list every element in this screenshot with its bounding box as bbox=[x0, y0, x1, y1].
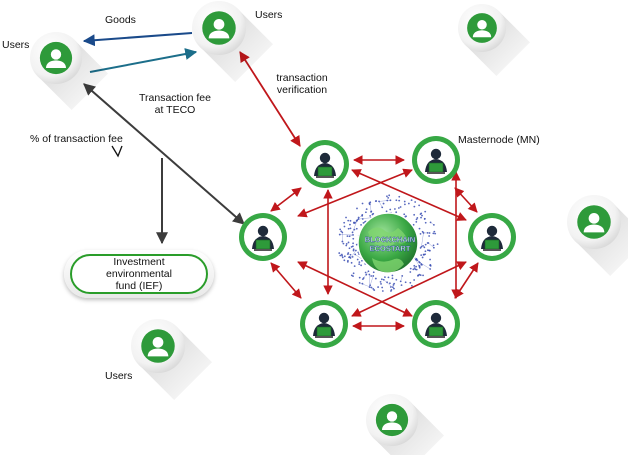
masternode-operator-icon bbox=[239, 213, 287, 261]
globe-label-line1: BLOCKCHAIN bbox=[365, 235, 415, 244]
blockchain-globe-icon: BLOCKCHAIN ECOSTART bbox=[338, 194, 439, 292]
mn-link bbox=[454, 262, 479, 299]
checkmark-icon bbox=[111, 145, 123, 158]
user-avatar-icon bbox=[366, 394, 444, 455]
masternode-operator-icon bbox=[468, 213, 516, 261]
user-masternode-arrow bbox=[83, 83, 245, 225]
mn-link bbox=[297, 168, 413, 218]
goods-label: Goods bbox=[105, 14, 136, 26]
masternode-label: Masternode (MN) bbox=[458, 134, 540, 146]
masternode-operator-icon bbox=[412, 136, 460, 184]
users-bottom-label: Users bbox=[105, 370, 133, 382]
masternode-operator-icon bbox=[300, 300, 348, 348]
globe-label-line2: ECOSTART bbox=[370, 244, 411, 253]
mn-link bbox=[351, 261, 467, 317]
masternode-operator-icon bbox=[412, 300, 460, 348]
mn-link bbox=[270, 187, 302, 212]
mn-link bbox=[270, 262, 302, 299]
masternode-operator-icon bbox=[301, 140, 349, 188]
transaction-fee-arrow bbox=[89, 48, 198, 73]
users-top-label: Users bbox=[255, 9, 283, 21]
connections bbox=[82, 32, 479, 331]
mn-link bbox=[454, 187, 478, 213]
verification-arrow bbox=[239, 51, 301, 147]
user-avatar-icon bbox=[458, 4, 530, 77]
user-avatar-icon bbox=[192, 1, 273, 83]
pct-fee-label: % of transaction fee bbox=[30, 133, 123, 145]
user-avatar-icon bbox=[30, 32, 108, 110]
user-avatar-icon bbox=[131, 319, 212, 400]
user-avatar-icon bbox=[567, 195, 628, 276]
transaction-verification-label: transaction verification bbox=[276, 72, 328, 96]
masternode-links bbox=[270, 155, 479, 331]
transaction-fee-label: Transaction fee at TECO bbox=[139, 92, 211, 116]
masternodes bbox=[239, 136, 516, 348]
users-left-label: Users bbox=[2, 39, 30, 51]
ief-fund-box: Investment environmental fund (IEF) bbox=[64, 250, 214, 298]
ief-fund-label: Investment environmental fund (IEF) bbox=[70, 254, 208, 294]
users bbox=[30, 1, 628, 455]
goods-arrow bbox=[82, 32, 193, 47]
